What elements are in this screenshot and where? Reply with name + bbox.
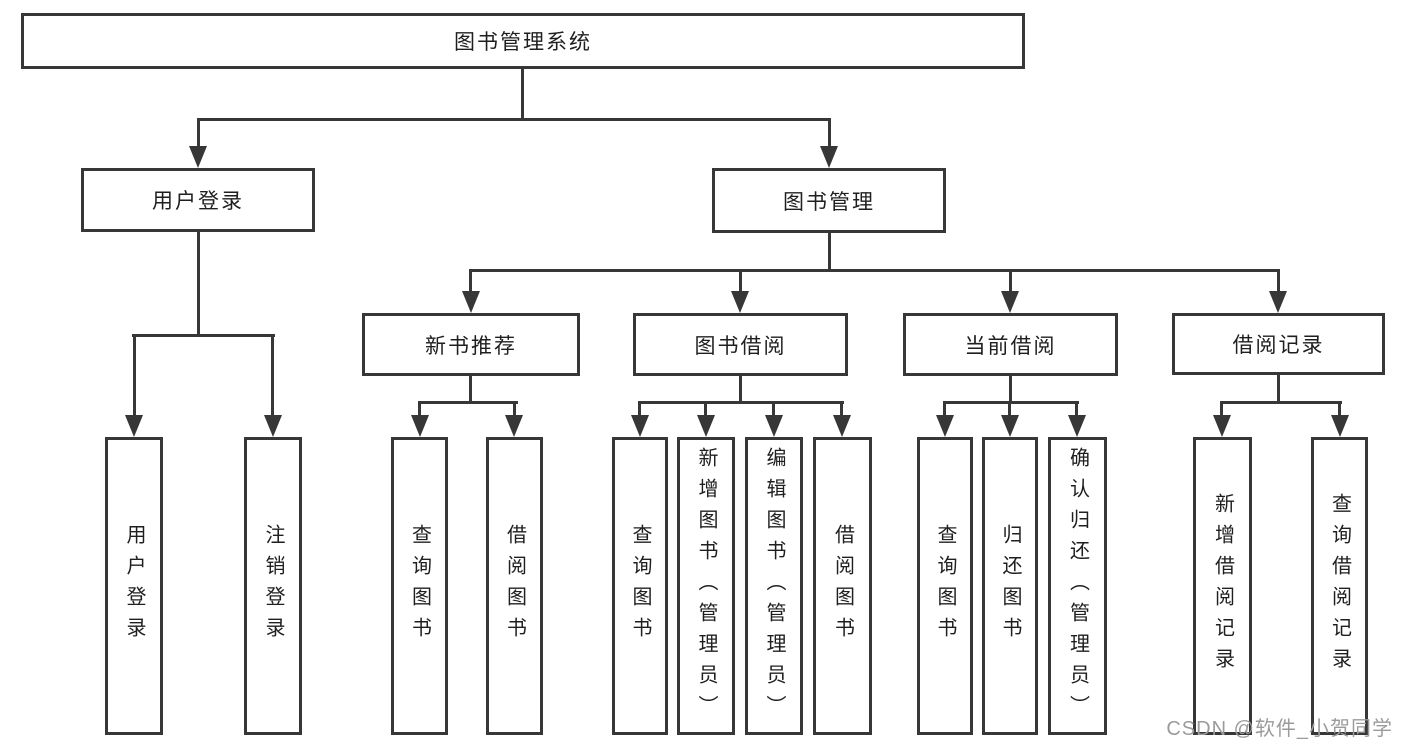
arrowhead-leaf	[1331, 415, 1349, 437]
connector-root-drop	[521, 69, 524, 119]
connector-leaf	[1338, 401, 1341, 417]
connector-leaf	[1220, 401, 1223, 417]
arrowhead-to-leaf-login	[125, 415, 143, 437]
node-label: 当前借阅	[964, 334, 1057, 358]
node-book-management: 图书管理	[712, 168, 946, 233]
leaf-label: 注销登录	[262, 524, 284, 648]
arrowhead-to-borrow-records	[1269, 291, 1287, 313]
leaf-query-books-current: 查询图书	[917, 437, 973, 735]
connector-leaf	[1075, 401, 1078, 417]
arrowhead-to-book-borrow	[731, 291, 749, 313]
connector-book-management-rail	[469, 269, 1280, 272]
arrowhead-leaf	[411, 415, 429, 437]
connector-book-management-drop	[828, 232, 831, 272]
leaf-confirm-return-admin: 确认归还（管理员）	[1048, 437, 1107, 735]
leaf-label: 借阅图书	[503, 524, 526, 648]
node-label: 借阅记录	[1232, 334, 1325, 357]
arrowhead-leaf	[765, 415, 783, 437]
leaf-query-books-recommend: 查询图书	[391, 437, 448, 735]
connector-leaf	[943, 401, 946, 417]
arrowhead-leaf	[833, 415, 851, 437]
connector-borrow-records-rail	[1220, 401, 1342, 404]
arrowhead-leaf	[631, 415, 649, 437]
connector-leaf	[772, 401, 775, 417]
connector-to-leaf-logout	[271, 334, 274, 416]
leaf-borrow-books: 借阅图书	[813, 437, 872, 735]
leaf-label: 新增借阅记录	[1211, 493, 1234, 679]
leaf-label: 编辑图书（管理员）	[763, 446, 785, 726]
arrowhead-leaf	[1068, 415, 1086, 437]
leaf-label: 借阅图书	[831, 524, 854, 648]
leaf-add-books-admin: 新增图书（管理员）	[677, 437, 735, 735]
connector-leaf	[704, 401, 707, 417]
leaf-label: 确认归还（管理员）	[1066, 446, 1089, 726]
connector-leaf	[513, 401, 516, 417]
leaf-label: 新增图书（管理员）	[695, 446, 717, 726]
leaf-query-books-borrow: 查询图书	[612, 437, 668, 735]
leaf-logout: 注销登录	[244, 437, 302, 735]
node-label: 图书管理系统	[454, 31, 592, 54]
node-book-borrow: 图书借阅	[633, 313, 848, 376]
leaf-query-borrow-record: 查询借阅记录	[1311, 437, 1368, 735]
arrowhead-leaf	[936, 415, 954, 437]
leaf-label: 查询图书	[408, 524, 431, 648]
connector-leaf	[638, 401, 641, 417]
connector-new-book-rail	[418, 401, 518, 404]
arrowhead-to-book-management	[820, 146, 838, 168]
leaf-user-login: 用户登录	[105, 437, 163, 735]
leaf-label: 查询图书	[934, 524, 956, 648]
connector-current-borrow-rail	[943, 401, 1079, 404]
arrowhead-to-user-login	[189, 146, 207, 168]
connector-book-borrow-drop	[739, 375, 742, 404]
node-library-management-system: 图书管理系统	[21, 13, 1025, 69]
node-current-borrow: 当前借阅	[903, 313, 1118, 376]
connector-to-book-management	[828, 118, 831, 148]
connector-current-borrow-drop	[1009, 375, 1012, 404]
arrowhead-leaf	[1001, 415, 1019, 437]
leaf-edit-books-admin: 编辑图书（管理员）	[745, 437, 803, 735]
leaf-label: 查询借阅记录	[1328, 493, 1351, 679]
leaf-label: 用户登录	[123, 524, 145, 648]
connector-book-borrow-rail	[638, 401, 844, 404]
node-label: 用户登录	[152, 190, 244, 213]
connector-leaf	[840, 401, 843, 417]
connector-to-book-borrow	[739, 269, 742, 293]
leaf-return-books: 归还图书	[982, 437, 1038, 735]
leaf-add-borrow-record: 新增借阅记录	[1193, 437, 1252, 735]
connector-to-new-book	[469, 269, 472, 293]
node-user-login: 用户登录	[81, 168, 315, 232]
node-label: 图书借阅	[694, 334, 787, 358]
connector-new-book-drop	[469, 375, 472, 404]
csdn-watermark: CSDN @软件_小贺同学	[1166, 718, 1393, 740]
arrowhead-to-new-book	[462, 291, 480, 313]
leaf-label: 归还图书	[999, 524, 1021, 648]
arrowhead-leaf	[505, 415, 523, 437]
connector-root-rail	[197, 118, 831, 121]
node-borrow-records: 借阅记录	[1172, 313, 1385, 375]
leaf-label: 查询图书	[629, 524, 651, 648]
arrowhead-leaf	[697, 415, 715, 437]
connector-leaf	[1008, 401, 1011, 417]
connector-to-leaf-login	[133, 334, 136, 416]
connector-to-current-borrow	[1009, 269, 1012, 293]
node-new-book-recommend: 新书推荐	[362, 313, 580, 376]
leaf-borrow-books-recommend: 借阅图书	[486, 437, 543, 735]
connector-borrow-records-drop	[1277, 375, 1280, 404]
arrowhead-to-leaf-logout	[264, 415, 282, 437]
connector-user-login-rail	[132, 334, 275, 337]
arrowhead-to-current-borrow	[1001, 291, 1019, 313]
connector-to-user-login	[197, 118, 200, 148]
connector-user-login-drop	[197, 231, 200, 337]
node-label: 图书管理	[783, 190, 875, 214]
arrowhead-leaf	[1213, 415, 1231, 437]
node-label: 新书推荐	[425, 334, 517, 358]
connector-leaf	[418, 401, 421, 417]
connector-to-borrow-records	[1277, 269, 1280, 293]
